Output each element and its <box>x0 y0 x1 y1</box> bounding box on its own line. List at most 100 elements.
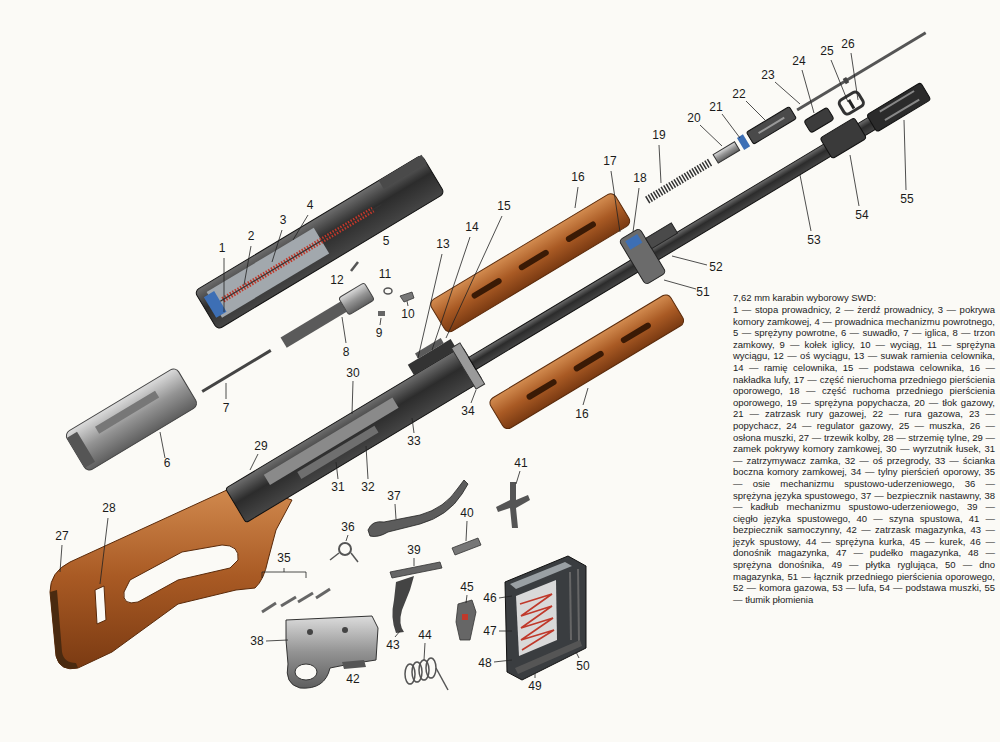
leader-line <box>499 631 512 632</box>
callout-number: 23 <box>760 68 775 82</box>
callout-number: 18 <box>632 171 647 185</box>
callout-number: 34 <box>460 404 475 418</box>
callout-number: 10 <box>400 307 415 321</box>
callout-number: 12 <box>329 273 344 287</box>
extractor-axle <box>351 262 358 271</box>
magazine-cutaway <box>516 580 557 656</box>
dust-cover <box>194 155 444 330</box>
leader-line <box>831 60 848 102</box>
leader-line <box>722 114 740 138</box>
trigger-bar <box>390 562 442 578</box>
vent-slot <box>565 220 597 243</box>
extractor <box>400 292 414 302</box>
leader-line <box>414 558 415 566</box>
bolt-carrier <box>64 367 199 473</box>
caption-title: 7,62 mm karabin wyborowy SWD: <box>733 292 995 304</box>
sight-leaf <box>415 338 444 359</box>
callout-number: 2 <box>247 229 256 243</box>
callout-number: 36 <box>340 520 355 534</box>
magazine-rib <box>578 569 579 642</box>
thumbhole <box>124 545 238 603</box>
guide-foot <box>204 291 227 318</box>
magazine <box>505 556 586 680</box>
hammer-spring-coil <box>419 660 429 680</box>
leader-line <box>775 82 800 104</box>
leader-line <box>494 660 512 662</box>
leader-line <box>293 215 308 240</box>
callout-number: 51 <box>695 285 710 299</box>
leader-line <box>850 155 859 206</box>
callout-number: 31 <box>330 480 345 494</box>
parts-list: 1 — stopa prowadnicy, 2 — żerdź prowadni… <box>733 304 995 605</box>
leader-line <box>633 188 639 232</box>
callout-number: 25 <box>819 44 834 58</box>
lower-handguard <box>488 293 686 431</box>
pushrod-spring <box>647 161 711 200</box>
callout-number: 17 <box>602 154 617 168</box>
callout-number: 11 <box>378 267 392 281</box>
callout-number: 7 <box>222 401 231 415</box>
gas-tube <box>746 107 796 145</box>
leader-line <box>160 432 165 458</box>
callout-number: 4 <box>306 198 315 212</box>
trigger-group <box>262 480 530 690</box>
leader-line <box>100 518 108 584</box>
callout-number: 30 <box>345 366 360 380</box>
vent-slot <box>620 321 652 344</box>
hammer-spring-coil <box>405 664 415 684</box>
cover-ridge <box>379 155 427 189</box>
callout-number: 47 <box>482 624 497 638</box>
receiver-wall <box>297 426 378 479</box>
leader-line <box>611 171 620 232</box>
callout-number: 16 <box>570 170 585 184</box>
leader-line <box>700 125 722 146</box>
callout-number: 24 <box>791 54 806 68</box>
callout-number: 27 <box>54 529 69 543</box>
callout-number: 5 <box>382 234 391 248</box>
trigger-spring <box>339 543 351 555</box>
leader-line <box>244 246 251 285</box>
leader-line <box>904 120 906 190</box>
axle-pin <box>262 603 276 612</box>
firing-pin <box>202 350 271 391</box>
callout-number: 9 <box>375 326 384 340</box>
callout-number: 6 <box>163 456 172 470</box>
magazine-body <box>505 556 586 680</box>
callout-number: 38 <box>249 634 264 648</box>
extractor-spring <box>384 288 392 294</box>
callout-number: 29 <box>253 439 268 453</box>
magazine-catch <box>342 660 366 669</box>
callout-number: 49 <box>527 679 542 693</box>
leader-line <box>575 187 578 208</box>
leader-line <box>800 175 811 231</box>
receiver <box>225 346 482 522</box>
callout-number: 43 <box>385 638 400 652</box>
leader-line <box>224 258 225 312</box>
magazine-rib <box>570 572 571 640</box>
callout-number: 19 <box>651 128 666 142</box>
leader-line <box>664 280 696 289</box>
leader-line <box>802 70 814 113</box>
callout-number: 14 <box>464 220 479 234</box>
vent-slot <box>525 378 557 401</box>
trigger-housing <box>286 616 378 688</box>
hider-slot <box>885 100 919 121</box>
butt-plate <box>50 590 78 669</box>
leader-line <box>395 631 400 637</box>
gas-block <box>646 223 678 249</box>
leader-line <box>746 101 765 120</box>
leader-line <box>336 462 338 479</box>
leader-line <box>672 256 707 265</box>
vent-slot <box>471 277 503 300</box>
leader-line <box>424 643 425 660</box>
leader-line <box>380 318 381 325</box>
follower-spring <box>520 594 554 650</box>
spring-leg <box>351 553 358 562</box>
leader-line <box>659 145 661 183</box>
receiver-cutaway <box>264 397 399 485</box>
callout-number: 13 <box>435 237 450 251</box>
spring-leg <box>330 553 339 560</box>
pushrod-collar <box>843 77 850 84</box>
leader-line <box>352 381 353 414</box>
